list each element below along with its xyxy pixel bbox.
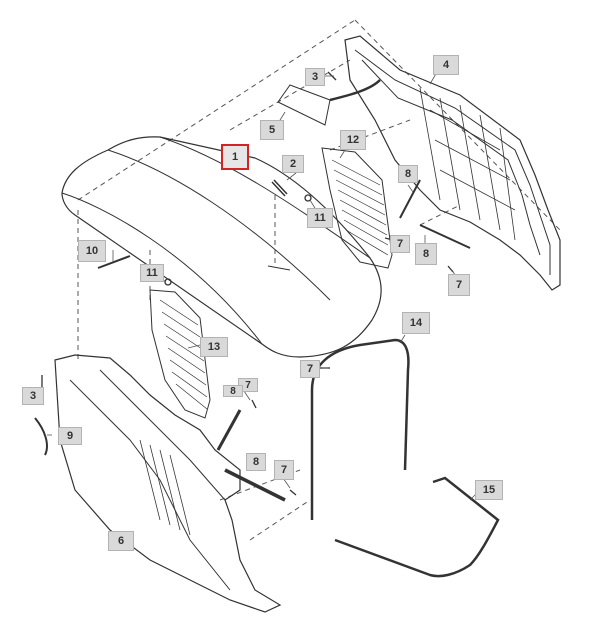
glass-panel-part — [277, 84, 331, 126]
callout-8-b[interactable]: 8 — [415, 243, 437, 265]
callout-15[interactable]: 15 — [475, 480, 503, 500]
callout-10[interactable]: 10 — [78, 240, 106, 262]
callout-8-c[interactable]: 8 — [223, 385, 243, 397]
callout-2[interactable]: 2 — [282, 155, 304, 173]
callout-12[interactable]: 12 — [340, 130, 366, 150]
strip-part-b — [419, 224, 471, 249]
callout-7-c[interactable]: 7 — [300, 360, 320, 378]
callout-6[interactable]: 6 — [108, 531, 134, 551]
assembly-guide-lines — [77, 19, 561, 541]
strip-part-a — [399, 179, 421, 219]
callout-8-a[interactable]: 8 — [398, 165, 418, 183]
callout-5[interactable]: 5 — [260, 120, 284, 140]
vent-grille-upper-part — [321, 147, 393, 269]
side-panel-part — [54, 354, 282, 613]
strip-part-c — [216, 409, 242, 451]
callout-11-lower[interactable]: 11 — [140, 264, 164, 282]
callout-14[interactable]: 14 — [402, 312, 430, 334]
rear-frame-part — [329, 35, 561, 291]
callout-7-e[interactable]: 7 — [274, 460, 294, 480]
callout-7-b[interactable]: 7 — [448, 274, 470, 296]
seal-strip-part — [34, 417, 48, 456]
pin-part — [271, 179, 288, 197]
seal-frame-part — [334, 476, 500, 578]
callout-7-a[interactable]: 7 — [390, 235, 410, 253]
callout-3-lower[interactable]: 3 — [22, 387, 44, 405]
callout-13[interactable]: 13 — [200, 337, 228, 357]
vent-grille-lower-part — [149, 289, 211, 419]
roof-part — [61, 136, 382, 358]
callout-9[interactable]: 9 — [58, 427, 82, 445]
callout-8-d[interactable]: 8 — [246, 453, 266, 471]
fasteners — [41, 71, 454, 496]
callout-1[interactable]: 1 — [221, 144, 249, 170]
callout-4[interactable]: 4 — [433, 55, 459, 75]
callout-3-upper[interactable]: 3 — [305, 68, 325, 86]
strip-part-d — [224, 468, 286, 502]
seal-loop-part — [310, 338, 410, 520]
rod-part — [97, 255, 131, 269]
callout-11-upper[interactable]: 11 — [307, 208, 333, 228]
